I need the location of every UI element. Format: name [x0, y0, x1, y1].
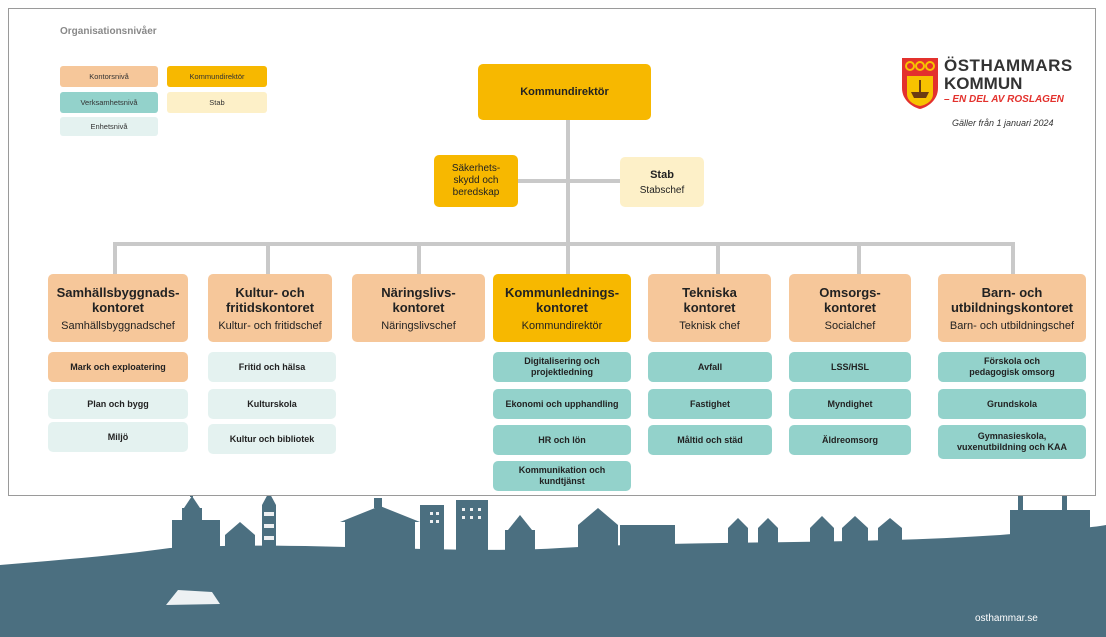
unit-label: Måltid och städ	[677, 434, 743, 445]
office-sub: Socialchef	[824, 319, 876, 332]
office-sub: Teknisk chef	[679, 319, 740, 332]
kommundirektor-box: Kommundirektör	[478, 64, 651, 120]
unit-box: Digitalisering och projektledning	[493, 352, 631, 382]
stab-title: Stab	[650, 168, 674, 181]
connector-drop-2	[266, 242, 270, 274]
legend-stab: Stab	[167, 92, 267, 113]
unit-label: HR och lön	[538, 434, 586, 445]
office-title: Kultur- och fritidskontoret	[225, 284, 315, 315]
unit-box: Grundskola	[938, 389, 1086, 419]
office-sub: Barn- och utbildningschef	[949, 319, 1075, 332]
unit-label: Ekonomi och upphandling	[505, 398, 619, 409]
office-title: Omsorgs- kontoret	[819, 284, 881, 315]
connector-drop-3	[417, 242, 421, 274]
municipality-logo: ÖSTHAMMARS KOMMUN – EN DEL AV ROSLAGEN	[900, 52, 1073, 114]
unit-box: Kommunikation och kundtjänst	[493, 461, 631, 491]
office-barn-utbildning: Barn- och utbildningskontoret Barn- och …	[938, 274, 1086, 342]
logo-line1: ÖSTHAMMARS	[944, 56, 1073, 75]
logo-line2: KOMMUN	[944, 74, 1023, 93]
unit-label: Kulturskola	[247, 398, 297, 409]
sakerhet-title: Säkerhets- skydd och beredskap	[451, 163, 501, 198]
office-title: Tekniska kontoret	[682, 284, 737, 315]
unit-box: Mark och exploatering	[48, 352, 188, 382]
coat-of-arms-icon	[902, 58, 938, 109]
office-kultur-fritid: Kultur- och fritidskontoret Kultur- och …	[208, 274, 332, 342]
office-title: Barn- och utbildningskontoret	[950, 284, 1074, 315]
office-title: Näringslivs- kontoret	[381, 284, 456, 315]
connector-staff-horizontal	[518, 179, 622, 183]
unit-box: Kulturskola	[208, 389, 336, 419]
unit-label: LSS/HSL	[830, 361, 869, 372]
connector-drop-4	[566, 242, 570, 274]
office-tekniska: Tekniska kontoret Teknisk chef	[648, 274, 771, 342]
unit-box: HR och lön	[493, 425, 631, 455]
unit-box: Myndighet	[789, 389, 911, 419]
unit-box: LSS/HSL	[789, 352, 911, 382]
unit-label: Fritid och hälsa	[238, 361, 306, 372]
unit-box: Måltid och städ	[648, 425, 772, 455]
connector-drop-1	[113, 242, 117, 274]
unit-box: Gymnasieskola, vuxenutbildning och KAA	[938, 425, 1086, 459]
office-title: Samhällsbyggnads- kontoret	[56, 284, 180, 315]
logo-line3: – EN DEL AV ROSLAGEN	[944, 94, 1064, 105]
unit-box: Plan och bygg	[48, 389, 188, 419]
unit-label: Förskola och pedagogisk omsorg	[969, 356, 1055, 377]
unit-box: Ekonomi och upphandling	[493, 389, 631, 419]
office-title: Kommunlednings- kontoret	[504, 284, 620, 315]
unit-box: Fritid och hälsa	[208, 352, 336, 382]
unit-box: Miljö	[48, 422, 188, 452]
footer-url: osthammar.se	[975, 613, 1038, 624]
unit-label: Myndighet	[827, 398, 873, 409]
office-omsorg: Omsorgs- kontoret Socialchef	[789, 274, 911, 342]
stab-box: Stab Stabschef	[620, 157, 704, 207]
unit-label: Kultur och bibliotek	[229, 433, 315, 444]
unit-box: Avfall	[648, 352, 772, 382]
stab-sub: Stabschef	[639, 184, 685, 196]
unit-label: Äldreomsorg	[821, 434, 878, 445]
unit-label: Plan och bygg	[87, 398, 149, 409]
unit-box: Kultur och bibliotek	[208, 424, 336, 454]
unit-label: Avfall	[697, 361, 723, 372]
office-sub: Samhällsbyggnadschef	[61, 319, 175, 332]
unit-box: Äldreomsorg	[789, 425, 911, 455]
office-naringsliv: Näringslivs- kontoret Näringslivschef	[352, 274, 485, 342]
valid-from-text: Gäller från 1 januari 2024	[952, 118, 1054, 128]
connector-office-bar	[113, 242, 1015, 246]
connector-drop-5	[716, 242, 720, 274]
legend-verksamhetsniva: Verksamhetsnivå	[60, 92, 158, 113]
unit-label: Grundskola	[986, 398, 1037, 409]
office-sub: Näringslivschef	[381, 319, 456, 332]
legend-kontorsniva: Kontorsnivå	[60, 66, 158, 87]
office-kommunledning: Kommunlednings- kontoret Kommundirektör	[493, 274, 631, 342]
unit-label: Miljö	[107, 431, 129, 442]
kommundirektor-title: Kommundirektör	[520, 85, 609, 98]
unit-label: Digitalisering och projektledning	[524, 356, 600, 377]
unit-box: Fastighet	[648, 389, 772, 419]
sakerhet-box: Säkerhets- skydd och beredskap	[434, 155, 518, 207]
office-sub: Kultur- och fritidschef	[218, 319, 322, 332]
connector-drop-7	[1011, 242, 1015, 274]
office-samhallsbyggnad: Samhällsbyggnads- kontoret Samhällsbyggn…	[48, 274, 188, 342]
unit-label: Kommunikation och kundtjänst	[518, 465, 606, 486]
legend-enhetsniva: Enhetsnivå	[60, 117, 158, 136]
legend-kommundirektor: Kommundirektör	[167, 66, 267, 87]
unit-label: Mark och exploatering	[70, 361, 166, 372]
office-sub: Kommundirektör	[521, 319, 603, 332]
unit-box: Förskola och pedagogisk omsorg	[938, 352, 1086, 382]
legend-title: Organisationsnivåer	[60, 26, 157, 37]
connector-drop-6	[857, 242, 861, 274]
unit-label: Fastighet	[689, 398, 730, 409]
unit-label: Gymnasieskola, vuxenutbildning och KAA	[957, 431, 1067, 452]
